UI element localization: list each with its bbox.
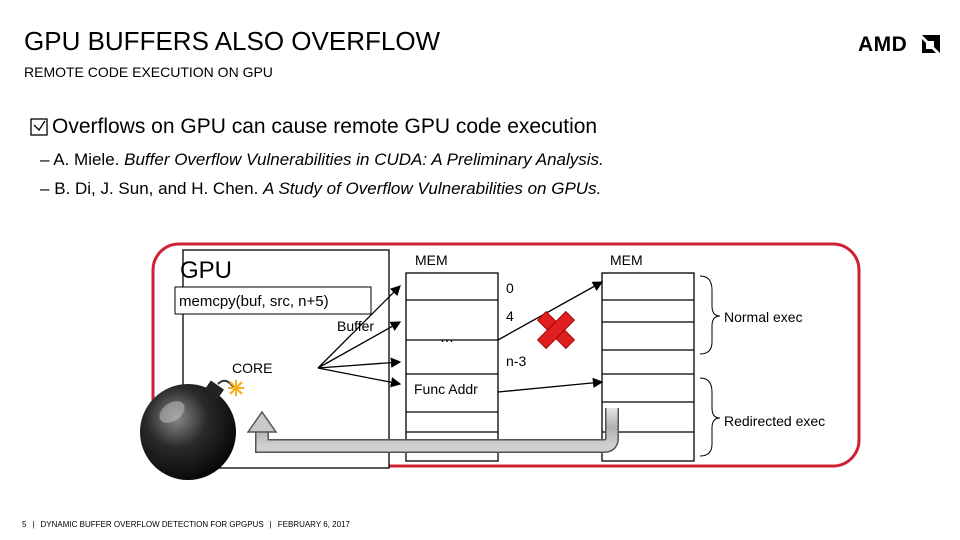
footer-page-number: 5 — [22, 520, 27, 529]
reference-2: – B. Di, J. Sun, and H. Chen. A Study of… — [40, 179, 602, 198]
logo-text: AMD — [858, 33, 907, 56]
footer-title: DYNAMIC BUFFER OVERFLOW DETECTION FOR GP… — [40, 520, 264, 529]
return-arrowhead — [246, 410, 278, 433]
page-title: GPU BUFFERS ALSO OVERFLOW — [24, 26, 441, 56]
bomb-icon — [140, 379, 244, 480]
reference-1-title: Buffer Overflow Vulnerabilities in CUDA:… — [124, 150, 604, 169]
bullet-text: Overflows on GPU can cause remote GPU co… — [52, 115, 598, 138]
page-subtitle: REMOTE CODE EXECUTION ON GPU — [24, 64, 273, 80]
redirected-exec-brace — [699, 377, 721, 457]
mem-right-label: MEM — [610, 252, 643, 268]
func-addr-box — [410, 378, 496, 400]
func-addr-label: Func Addr — [414, 381, 478, 397]
code-label: memcpy(buf, src, n+5) — [179, 293, 329, 310]
reference-2-title: A Study of Overflow Vulnerabilities on G… — [263, 179, 602, 198]
footer: 5|DYNAMIC BUFFER OVERFLOW DETECTION FOR … — [22, 520, 350, 529]
normal-exec-label: Normal exec — [724, 309, 803, 325]
amd-logo: AMD — [858, 33, 940, 56]
normal-exec-brace — [699, 275, 721, 355]
core-arrows — [317, 285, 402, 388]
gpu-label: GPU — [180, 257, 232, 284]
slot-0-label: 0 — [506, 280, 514, 296]
red-x-icon — [536, 310, 576, 350]
mem-left-column — [405, 272, 499, 462]
reference-2-authors: B. Di, J. Sun, and H. Chen. — [54, 179, 259, 198]
slot-4-label: 4 — [506, 308, 514, 324]
reference-1: – A. Miele. Buffer Overflow Vulnerabilit… — [40, 150, 604, 169]
mem-arrows — [497, 281, 604, 393]
redirected-exec-label: Redirected exec — [724, 413, 825, 429]
checkbox-arrow-icon — [30, 118, 48, 136]
dots-label: … — [440, 329, 454, 345]
core-label: CORE — [232, 360, 272, 376]
buffer-label: Buffer — [337, 318, 374, 334]
code-box — [174, 286, 372, 315]
footer-date: FEBRUARY 6, 2017 — [277, 520, 350, 529]
reference-1-authors: A. Miele. — [53, 150, 120, 169]
slot-n3-label: n-3 — [506, 353, 526, 369]
mem-left-label: MEM — [415, 252, 448, 268]
diagram-frame — [151, 242, 861, 468]
